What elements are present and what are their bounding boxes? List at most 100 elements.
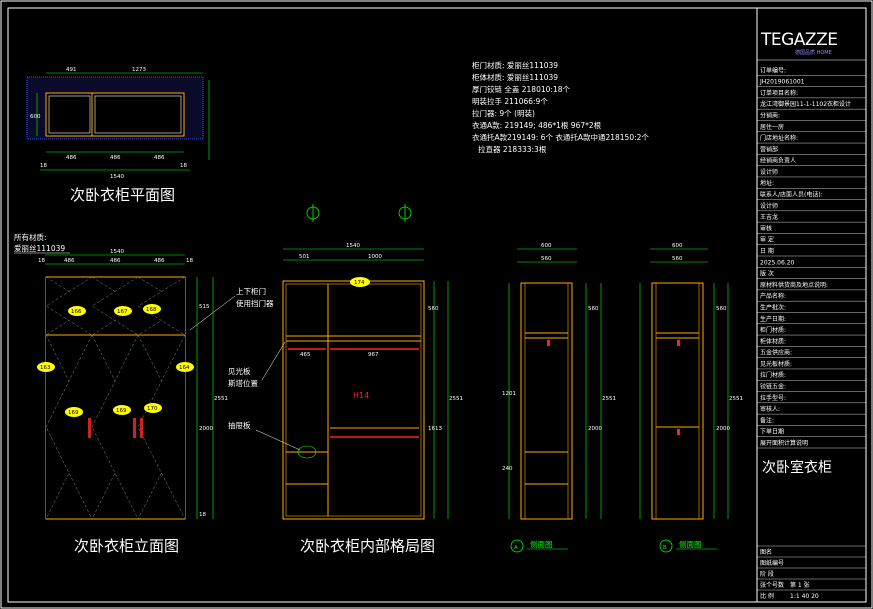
sideA-dim-w: 600 [541, 243, 552, 249]
title-row-text: 拉手型号: [760, 394, 786, 402]
title-row-text: 审核人: [760, 405, 780, 413]
sideA-rod [547, 340, 550, 346]
door-code-4: 164 [179, 365, 190, 371]
elev-dim-s1: 18 [38, 258, 45, 264]
door-code-1: 167 [117, 309, 128, 315]
elev-dim-total: 1540 [110, 249, 124, 255]
title-row-text: 五金供应商: [760, 349, 792, 357]
material-callout-title: 所有材质: [14, 232, 47, 242]
int-dim-h2: 1613 [428, 426, 442, 432]
plan-cabinet [45, 92, 185, 137]
sideA-mark: A [514, 545, 518, 551]
leader-drawer [255, 429, 301, 451]
elev-dim-total-h: 2551 [214, 396, 228, 402]
int-dim-mid1: 465 [300, 352, 311, 358]
title-block-frame [756, 7, 867, 603]
plan-dim-sm2: 18 [180, 163, 187, 169]
door-code-7: 170 [147, 406, 158, 412]
door-code-6: 169 [116, 408, 127, 414]
elev-dim-h2: 2000 [199, 426, 213, 432]
sideA-frame [520, 282, 573, 520]
int-dim-a: 501 [299, 254, 310, 260]
title-row-text: 分销商: [760, 111, 780, 119]
sideB-dim-w2: 560 [672, 256, 683, 262]
plan-bay-2 [94, 95, 182, 134]
sideA-dim-h2: 2000 [588, 426, 602, 432]
elev-dim-h1: 515 [199, 304, 210, 310]
side-view-b: 600 560 560 2000 2551 B 侧面图 [639, 243, 743, 553]
title-row-text: 审核 [760, 224, 772, 232]
title-bottom-label: 阶 段 [760, 570, 774, 578]
plan-dim-w2: 486 [110, 155, 121, 161]
door-code-0: 166 [71, 309, 82, 315]
title-bottom-label: 张个号数 [760, 581, 784, 589]
plan-dim-top-b: 1273 [132, 67, 146, 73]
title-row-text: 2025.06.20 [760, 259, 795, 266]
int-dim-total-h: 2551 [449, 396, 463, 402]
door-code-markers: 166 167 168 163 164 169 169 170 [37, 304, 194, 417]
plan-view: 491 1273 600 486 486 486 18 18 1540 次卧衣柜… [26, 67, 210, 204]
int-frame [282, 280, 425, 520]
title-row-text: 原材料供货商及地点说明: [760, 281, 828, 289]
title-row-text: 柜体材质: [760, 337, 786, 345]
top-code: 174 [354, 280, 365, 286]
door-code-5: 169 [68, 410, 79, 416]
title-row-text: 拉门材质: [760, 371, 786, 379]
callout-light-2: 斯塔位置 [228, 378, 258, 388]
sideB-dim-h2: 2000 [716, 426, 730, 432]
plan-bay-1 [48, 95, 91, 134]
elev-dim-bottom: 18 [199, 512, 206, 518]
title-row-text: 日 期 [760, 247, 774, 255]
spec-line-2: 厚门铰链 全盖 218010:18个 [472, 84, 570, 94]
door-code-2: 168 [146, 307, 157, 313]
title-row-text: 门店地址名称: [760, 134, 798, 142]
title-row-text: 生产日期: [760, 315, 786, 323]
sideA-dim-h3: 1201 [502, 391, 516, 397]
side-view-a: 600 560 560 2000 2551 1201 240 A 侧面图 [502, 243, 616, 553]
interior-code: H14 [353, 391, 369, 400]
int-dim-h1: 560 [428, 306, 439, 312]
handle-3 [140, 418, 143, 438]
interior-view: 1540 501 1000 465 967 H14 174 560 1613 2… [189, 204, 463, 555]
sideB-dim-w: 600 [672, 243, 683, 249]
sideA-dim-h1: 560 [588, 306, 599, 312]
title-row-text: 版 次 [760, 270, 774, 278]
callout-upper-door-1: 上下柜门 [236, 286, 266, 296]
title-row-text: 地址: [760, 179, 774, 187]
title-block-rows: 订单编号:JH2019061001订单项目名称:龙江湾御景园11-1-1102衣… [757, 66, 866, 449]
sideA-title: 侧面图 [530, 539, 553, 549]
title-row-text: 审 定 [760, 236, 774, 244]
spec-notes: 柜门材质: 爱丽丝111039 柜体材质: 爱丽丝111039 厚门铰链 全盖 … [472, 60, 649, 154]
title-row-text: 设计师 [760, 202, 778, 210]
sideB-title: 侧面图 [679, 539, 702, 549]
sideA-dim-h: 2551 [602, 396, 616, 402]
sideB-rod-2 [677, 429, 680, 435]
title-bottom-value: 第 1 张 [790, 581, 810, 589]
title-row-text: 设计师 [760, 168, 778, 176]
plan-dim-sm1: 18 [40, 163, 47, 169]
title-row-text: 见光板材质: [760, 360, 792, 368]
int-inner-frame [285, 283, 422, 517]
title-row-text: JH2019061001 [759, 79, 805, 86]
sideA-mark-circle [510, 539, 524, 553]
top-code-marker [350, 277, 370, 287]
title-row-text: 产品名称: [760, 292, 786, 300]
title-row-text: 龙江湾御景园11-1-1102衣柜设计 [760, 100, 851, 108]
plan-dim-total-text: 1540 [110, 174, 124, 180]
title-row-text: 王吉龙 [760, 213, 778, 221]
title-row-text: 铰链五金: [760, 383, 786, 391]
material-callout-value: 爱丽丝111039 [14, 243, 65, 253]
title-bottom-label: 比 例 [760, 592, 774, 600]
sideB-rod-1 [677, 340, 680, 346]
title-bottom-label: 图纸编号 [760, 559, 784, 567]
title-block: TEGAZZE 德国品质 HOME 订单编号:JH2019061001订单项目名… [756, 7, 867, 603]
title-bottom-value: 1:1 40 20 [790, 593, 819, 600]
spec-line-3: 明装拉手 211066:9个 [472, 96, 548, 106]
title-row-text: 营销部 [760, 145, 778, 153]
spec-line-0: 柜门材质: 爱丽丝111039 [472, 60, 558, 70]
plan-dim-left-h: 600 [30, 114, 41, 120]
plan-title: 次卧衣柜平面图 [70, 186, 175, 204]
brand-sub: 德国品质 HOME [795, 49, 832, 56]
sideB-mark: B [663, 545, 667, 551]
